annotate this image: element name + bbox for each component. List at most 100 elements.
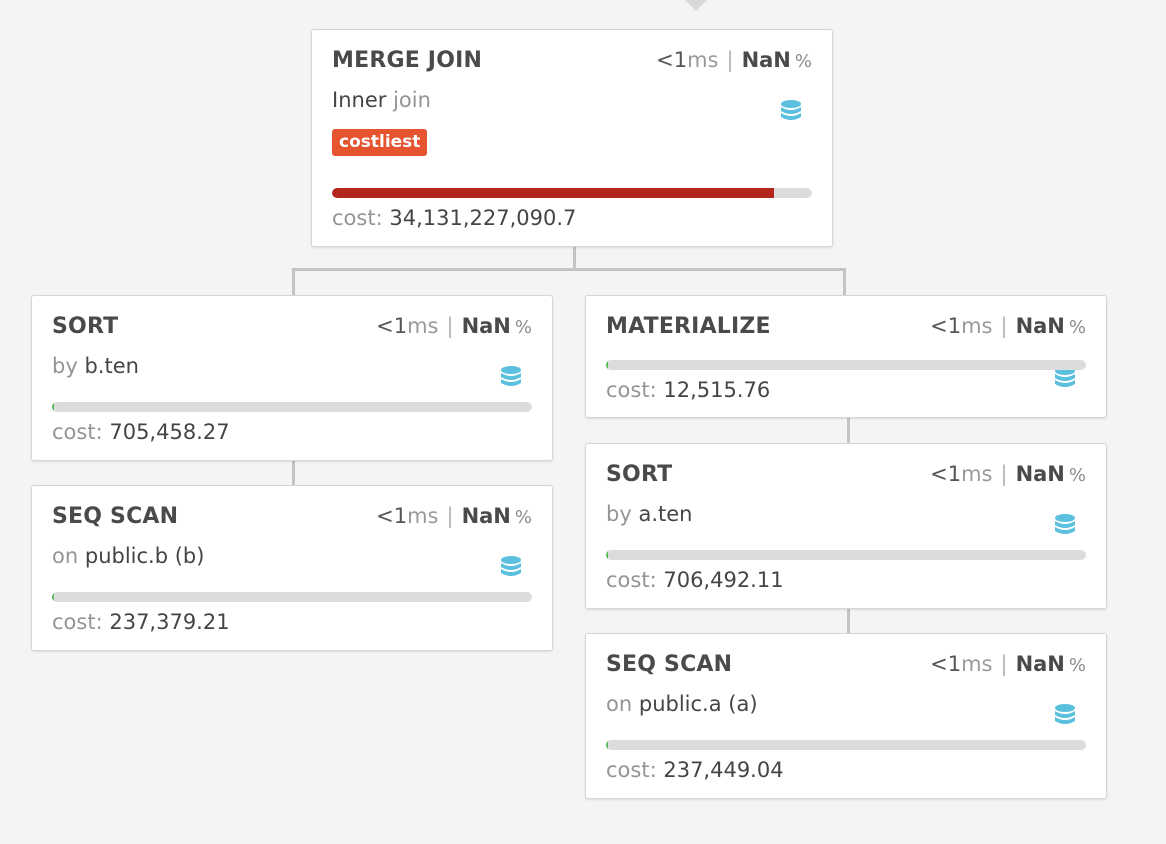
node-timing: <1ms|NaN% (376, 504, 532, 528)
time-unit: ms (961, 314, 993, 338)
time-value: <1 (376, 314, 408, 338)
cost-bar-fill (52, 402, 54, 412)
subtitle-label: by (606, 502, 632, 526)
cost-bar-fill (606, 740, 608, 750)
cost-bar-fill (52, 592, 54, 602)
cost-label: cost: (606, 568, 657, 592)
node-timing: <1ms | NaN% (930, 462, 1086, 486)
percent-sign: % (514, 507, 532, 528)
node-timing: <1ms|NaN% (930, 314, 1086, 338)
connector-line (292, 268, 295, 298)
node-timing: <1ms | NaN% (376, 314, 532, 338)
percent-value: NaN (461, 314, 511, 338)
percent-sign: % (1068, 465, 1086, 486)
separator: | (446, 314, 454, 338)
node-cost: cost: 706,492.11 (606, 568, 784, 592)
cost-value: 34,131,227,090.7 (389, 206, 577, 230)
cost-label: cost: (332, 206, 383, 230)
cost-bar-fill (332, 188, 774, 198)
node-cost: cost: 237,379.21 (52, 610, 230, 634)
subtitle-label: join (393, 88, 431, 112)
connector-line (293, 268, 845, 271)
node-cost: cost: 237,449.04 (606, 758, 784, 782)
cost-value: 706,492.11 (663, 568, 784, 592)
connector-line (847, 417, 850, 444)
cost-bar-fill (606, 360, 608, 370)
time-unit: ms (961, 652, 993, 676)
database-icon (1055, 704, 1075, 724)
node-subtitle: by b.ten (52, 354, 139, 378)
node-subtitle: by a.ten (606, 502, 692, 526)
cost-label: cost: (52, 610, 103, 634)
node-title: SEQ SCAN (606, 651, 733, 677)
sort-key: b.ten (84, 354, 139, 378)
node-header: SORT <1ms | NaN% (52, 312, 532, 340)
cost-bar-fill (606, 550, 608, 560)
separator: | (1000, 462, 1008, 486)
node-title: MERGE JOIN (332, 47, 483, 73)
cost-bar (606, 550, 1086, 560)
cost-value: 237,379.21 (109, 610, 230, 634)
time-value: <1 (656, 48, 688, 72)
connector-line (292, 460, 295, 486)
percent-value: NaN (1015, 462, 1065, 486)
cost-label: cost: (52, 420, 103, 444)
node-timing: <1ms|NaN% (930, 652, 1086, 676)
relation-name: public.a (a) (638, 692, 758, 716)
subtitle-label: on (606, 692, 633, 716)
cost-label: cost: (606, 378, 657, 402)
sort-key: a.ten (638, 502, 693, 526)
plan-node-seq-scan-a[interactable]: SEQ SCAN <1ms|NaN% on public.a (a) cost:… (585, 633, 1107, 799)
percent-sign: % (514, 317, 532, 338)
percent-value: NaN (1015, 314, 1065, 338)
database-icon (501, 366, 521, 386)
time-unit: ms (687, 48, 719, 72)
percent-value: NaN (461, 504, 511, 528)
node-header: MATERIALIZE <1ms|NaN% (606, 312, 1086, 340)
cost-value: 12,515.76 (663, 378, 771, 402)
costliest-badge: costliest (332, 129, 428, 156)
node-cost: cost: 34,131,227,090.7 (332, 206, 576, 230)
time-unit: ms (407, 314, 439, 338)
join-type: Inner (332, 88, 387, 112)
plan-node-sort-b[interactable]: SORT <1ms | NaN% by b.ten cost: 705,458.27 (31, 295, 553, 461)
percent-value: NaN (741, 48, 791, 72)
node-cost: cost: 12,515.76 (606, 378, 770, 402)
cost-bar (52, 592, 532, 602)
relation-name: public.b (b) (84, 544, 205, 568)
node-cost: cost: 705,458.27 (52, 420, 230, 444)
time-unit: ms (407, 504, 439, 528)
node-subtitle: Inner join (332, 88, 431, 112)
connector-line (573, 246, 576, 270)
separator: | (446, 504, 454, 528)
database-icon (501, 556, 521, 576)
node-title: SEQ SCAN (52, 503, 179, 529)
node-header: SEQ SCAN <1ms|NaN% (52, 502, 532, 530)
node-subtitle: on public.a (a) (606, 692, 758, 716)
node-header: SORT <1ms | NaN% (606, 460, 1086, 488)
time-value: <1 (930, 462, 962, 486)
node-title: SORT (606, 461, 673, 487)
time-value: <1 (930, 314, 962, 338)
percent-sign: % (1068, 317, 1086, 338)
cost-bar (52, 402, 532, 412)
plan-node-sort-a[interactable]: SORT <1ms | NaN% by a.ten cost: 706,492.11 (585, 443, 1107, 609)
database-icon (781, 100, 801, 120)
separator: | (1000, 652, 1008, 676)
plan-node-materialize[interactable]: MATERIALIZE <1ms|NaN% cost: 12,515.76 (585, 295, 1107, 418)
cost-value: 237,449.04 (663, 758, 784, 782)
node-header: SEQ SCAN <1ms|NaN% (606, 650, 1086, 678)
node-title: SORT (52, 313, 119, 339)
node-timing: <1ms|NaN% (656, 48, 812, 72)
cost-bar (332, 188, 812, 198)
subtitle-label: by (52, 354, 78, 378)
connector-line (847, 608, 850, 634)
subtitle-label: on (52, 544, 79, 568)
cost-label: cost: (606, 758, 657, 782)
percent-sign: % (1068, 655, 1086, 676)
plan-node-merge-join[interactable]: MERGE JOIN <1ms|NaN% Inner join costlies… (311, 29, 833, 247)
percent-value: NaN (1015, 652, 1065, 676)
plan-node-seq-scan-b[interactable]: SEQ SCAN <1ms|NaN% on public.b (b) cost:… (31, 485, 553, 651)
time-unit: ms (961, 462, 993, 486)
parent-connector-caret (685, 0, 707, 11)
